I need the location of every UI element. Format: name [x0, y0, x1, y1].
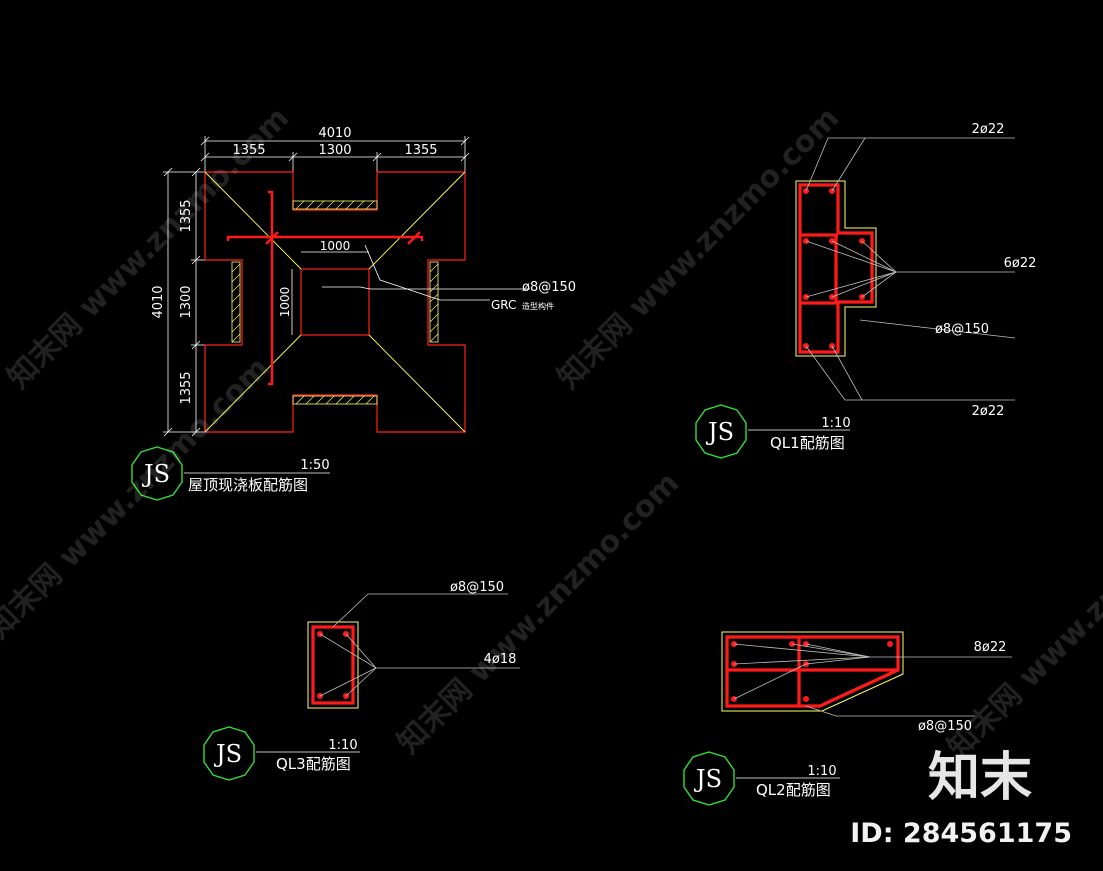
roof-slab-plan: 4010 1355 1300 1355 4010 1355 1300 1355: [131, 126, 576, 501]
ql3-section: ø8@150 4ø18 JS 1:10 QL3配筋图: [203, 580, 520, 781]
ql2-section: 8ø22 ø8@150 JS 1:10 QL2配筋图: [683, 631, 1012, 806]
grc-strip-bottom: [292, 395, 378, 405]
ql1-title: QL1配筋图: [770, 434, 845, 452]
ql2-scale: 1:10: [807, 764, 836, 779]
slab-opening: [300, 268, 370, 336]
ql2-label-main: 8ø22: [974, 640, 1007, 655]
ql1-label-mid: 6ø22: [1004, 256, 1037, 271]
ql3-label-main: 4ø18: [484, 652, 517, 667]
ql2-main-bars: [731, 641, 893, 702]
plan-rebar-label: ø8@150: [522, 280, 576, 295]
plan-dim-opening-w: 1000: [320, 239, 351, 253]
grc-strip-top: [292, 200, 378, 210]
ql2-badge-text: JS: [693, 765, 722, 793]
plan-js-badge: [131, 446, 183, 501]
ql1-leaders: [805, 137, 1016, 401]
plan-dim-top-right: 1355: [404, 143, 437, 158]
slab-rebars: [226, 190, 424, 386]
plan-leader-rebar: [322, 286, 530, 290]
plan-grc-label: GRC: [491, 298, 516, 312]
plan-grc-suffix: 造型构件: [522, 301, 554, 311]
plan-badge-text: JS: [141, 460, 170, 488]
ql3-outline: [307, 621, 359, 709]
plan-dim-top-mid: 1300: [318, 143, 351, 158]
plan-dim-left-top: 1355: [179, 199, 194, 232]
grc-hatching: [231, 200, 439, 405]
ql3-scale: 1:10: [328, 738, 357, 753]
ql3-leaders: [319, 593, 520, 697]
ql1-label-top: 2ø22: [972, 122, 1005, 137]
plan-dim-left-bottom: 1355: [179, 371, 194, 404]
ql3-badge-text: JS: [213, 740, 242, 768]
watermark-id: ID: 284561175: [850, 818, 1072, 849]
plan-dim-top-left: 1355: [232, 143, 265, 158]
ql2-stirrup-outer: [725, 635, 900, 708]
plan-dim-left-mid: 1300: [179, 285, 194, 318]
ql3-js-badge: [203, 726, 255, 781]
plan-left-dimensions: 4010 1355 1300 1355: [151, 167, 205, 437]
ql2-title: QL2配筋图: [756, 781, 831, 799]
ql3-label-stirrup: ø8@150: [450, 580, 504, 595]
ql2-label-stirrup: ø8@150: [918, 719, 972, 734]
plan-title: 屋顶现浇板配筋图: [188, 476, 308, 494]
plan-dim-total-top: 4010: [318, 126, 351, 141]
plan-top-dimensions: 4010 1355 1300 1355: [200, 126, 470, 172]
slab-diagonals: [204, 171, 466, 433]
plan-leader-grc: [364, 244, 490, 301]
ql1-label-bottom: 2ø22: [972, 404, 1005, 419]
plan-scale: 1:50: [300, 458, 329, 473]
watermark-logo: 知末: [928, 748, 1032, 808]
ql1-stirrup-outer: [798, 183, 874, 354]
ql3-title: QL3配筋图: [276, 755, 351, 773]
ql1-js-badge: [695, 404, 747, 459]
plan-dim-total-left: 4010: [151, 285, 166, 318]
ql2-js-badge: [683, 751, 735, 806]
ql2-leaders: [733, 643, 1012, 717]
ql1-scale: 1:10: [821, 416, 850, 431]
ql1-badge-text: JS: [705, 418, 734, 446]
ql1-outline: [795, 180, 877, 357]
plan-dim-opening-h: 1000: [278, 287, 292, 318]
ql1-label-stirrup: ø8@150: [935, 322, 989, 337]
ql2-outline: [721, 631, 904, 712]
ql1-section: 2ø22 6ø22 ø8@150 2ø22 JS 1:10 QL1配筋图: [695, 122, 1037, 459]
